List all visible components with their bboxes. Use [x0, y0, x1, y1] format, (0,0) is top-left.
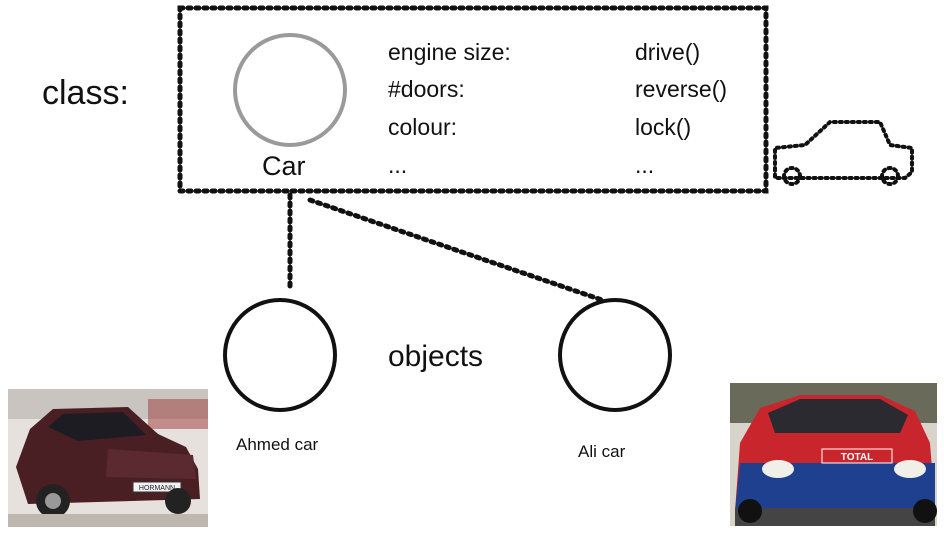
photo-plate-text: HORMANN [139, 485, 175, 492]
method-more: ... [635, 152, 655, 178]
object-name-ali: Ali car [578, 442, 626, 461]
photo-sponsor-text: TOTAL [841, 452, 873, 463]
connector-right [307, 197, 605, 303]
object-circle-ahmed [223, 298, 337, 412]
class-circle [233, 33, 347, 147]
photo-ahmed-car: HORMANN [8, 389, 208, 527]
object-name-ahmed: Ahmed car [236, 435, 319, 454]
attribute-doors: #doors: [388, 76, 465, 102]
method-lock: lock() [635, 114, 692, 140]
attribute-engine-size: engine size: [388, 39, 511, 65]
attribute-colour: colour: [388, 114, 458, 140]
object-circle-ali [558, 298, 672, 412]
class-name: Car [262, 151, 306, 181]
class-label: class: [42, 74, 129, 112]
class-box [177, 5, 769, 194]
attribute-more: ... [388, 152, 408, 178]
car-outline-icon [773, 120, 914, 186]
photo-ali-car: TOTAL [730, 383, 937, 526]
objects-label: objects [388, 340, 484, 373]
method-reverse: reverse() [635, 76, 728, 102]
method-drive: drive() [635, 39, 701, 65]
